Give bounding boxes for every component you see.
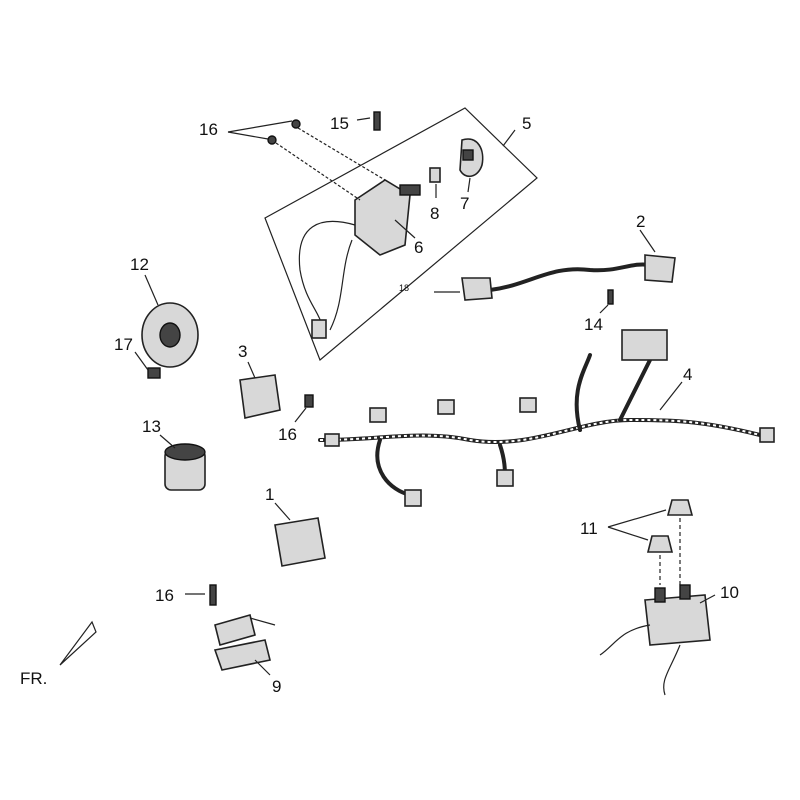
callout-2: 2 <box>636 212 645 231</box>
part-4-wire-harness <box>318 329 775 507</box>
callout-9: 9 <box>272 677 281 696</box>
leader-5 <box>502 129 516 147</box>
callout-10: 10 <box>720 583 739 602</box>
part-12-horn <box>141 302 199 368</box>
callout-16: 16 <box>155 586 174 605</box>
callout-17: 17 <box>114 335 133 354</box>
part-3-relay <box>239 374 281 419</box>
callout-4: 4 <box>683 365 692 384</box>
part-15-bolt <box>373 111 381 131</box>
leader-4 <box>659 381 683 411</box>
part-4-box <box>621 329 668 361</box>
part-6-ignition-switch <box>298 179 421 339</box>
part-13-flasher <box>164 443 206 491</box>
leader-2 <box>639 229 656 253</box>
part-1-regulator <box>274 517 326 567</box>
part-16-bolt <box>209 584 217 606</box>
callout-13: 13 <box>142 417 161 436</box>
callout-14: 14 <box>584 315 603 334</box>
part-16-screw <box>304 394 314 408</box>
callout-15: 15 <box>330 114 349 133</box>
callout-3: 3 <box>238 342 247 361</box>
part-9-sensor <box>213 614 276 671</box>
leader-6 <box>394 219 416 239</box>
leader-7 <box>467 177 471 193</box>
front-label: FR. <box>20 669 47 688</box>
kit-outline <box>264 107 538 361</box>
callout-16: 16 <box>278 425 297 444</box>
part-8 <box>429 167 441 183</box>
part-7-key-cover <box>459 138 484 178</box>
part-16-screw <box>267 135 277 145</box>
callout-18: 18 <box>399 283 409 293</box>
part-11-cap <box>666 499 694 516</box>
callout-16: 16 <box>199 120 218 139</box>
front-direction-arrow-icon <box>59 620 97 666</box>
callout-1: 1 <box>265 485 274 504</box>
part-11-cap <box>646 535 674 553</box>
part-10-ignition-coil <box>599 584 711 696</box>
callout-8: 8 <box>430 204 439 223</box>
callout-12: 12 <box>130 255 149 274</box>
part-2-cable <box>461 254 676 301</box>
part-17-bolt <box>147 367 161 379</box>
part-14-screw <box>607 289 614 305</box>
callout-11: 11 <box>580 519 598 538</box>
callout-6: 6 <box>414 238 423 257</box>
callout-7: 7 <box>460 194 469 213</box>
callout-5: 5 <box>522 114 531 133</box>
part-16-screw <box>291 119 301 129</box>
